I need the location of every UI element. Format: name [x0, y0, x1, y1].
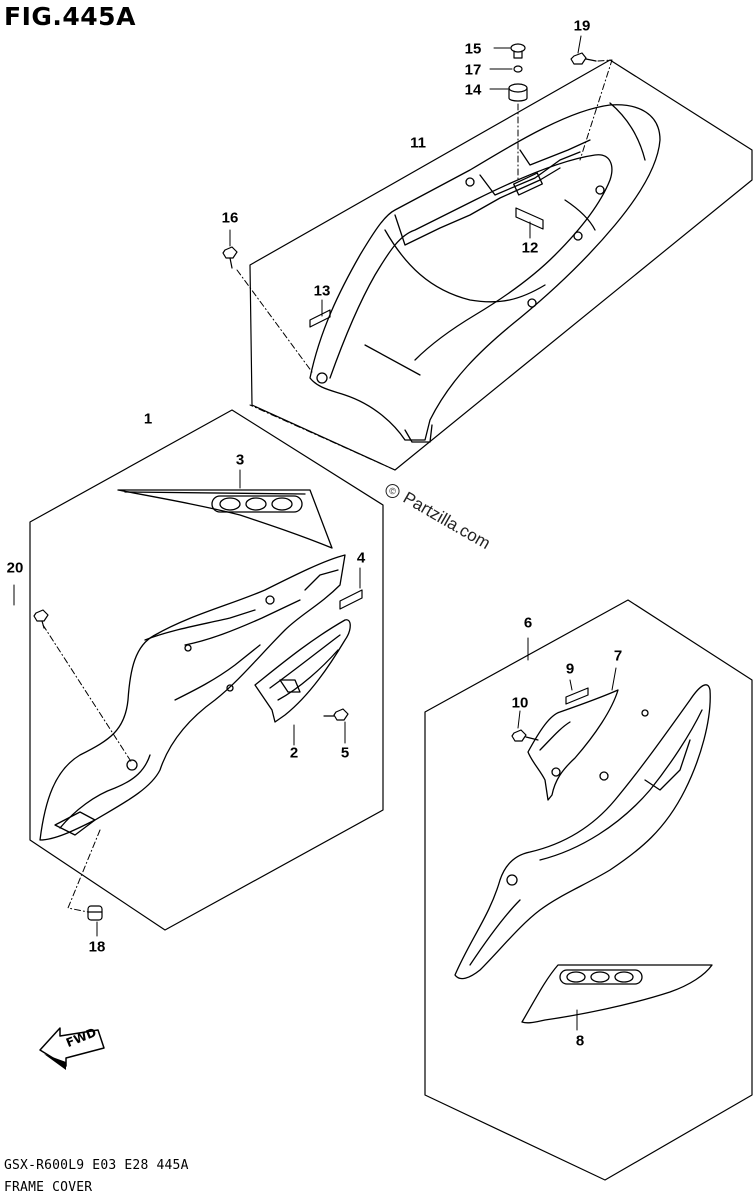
label-plate-12 — [515, 207, 544, 230]
callout-20: 20 — [6, 559, 24, 577]
callout-2: 2 — [289, 744, 299, 762]
label-plate-4 — [339, 589, 363, 610]
seat-tail-cowl — [309, 102, 661, 443]
label-plate-13 — [309, 309, 331, 328]
callout-7: 7 — [613, 647, 623, 665]
callout-5: 5 — [340, 744, 350, 762]
callout-11: 11 — [410, 134, 426, 152]
bolt-20 — [33, 609, 49, 629]
screw-5 — [323, 708, 349, 721]
callout-8: 8 — [575, 1032, 585, 1050]
callout-10: 10 — [511, 694, 529, 712]
callout-1: 1 — [143, 410, 153, 428]
washer-17 — [513, 65, 523, 73]
figure-title: FIG.445A — [4, 2, 136, 31]
callout-14: 14 — [464, 81, 482, 99]
emblem-3 — [117, 489, 333, 549]
inner-trim-7 — [527, 689, 619, 801]
bolt-19 — [570, 52, 597, 65]
seat-tail-box — [249, 59, 753, 471]
callout-17: 17 — [464, 61, 482, 79]
callout-6: 6 — [523, 614, 533, 632]
label-plate-9 — [565, 687, 589, 705]
callout-13: 13 — [313, 282, 331, 300]
callout-18: 18 — [88, 938, 106, 956]
screw-15 — [510, 43, 526, 59]
figure-caption: FRAME COVER — [4, 1180, 93, 1195]
nut-18 — [87, 905, 103, 921]
callout-15: 15 — [464, 40, 482, 58]
screw-10 — [511, 729, 539, 742]
cushion-14 — [508, 83, 528, 102]
callout-16: 16 — [221, 209, 239, 227]
callout-4: 4 — [356, 549, 366, 567]
right-cover-box — [424, 599, 753, 1181]
callout-3: 3 — [235, 451, 245, 469]
emblem-8 — [521, 964, 713, 1024]
bolt-16 — [222, 246, 238, 269]
right-frame-cover — [454, 684, 711, 980]
callout-19: 19 — [573, 17, 591, 35]
model-code: GSX-R600L9 E03 E28 445A — [4, 1158, 189, 1173]
left-frame-cover — [39, 554, 346, 841]
left-cover-box — [29, 409, 384, 931]
inner-cover-2 — [254, 619, 351, 723]
fwd-arrow-icon — [39, 1027, 105, 1070]
callout-9: 9 — [565, 660, 575, 678]
callout-12: 12 — [521, 239, 539, 257]
